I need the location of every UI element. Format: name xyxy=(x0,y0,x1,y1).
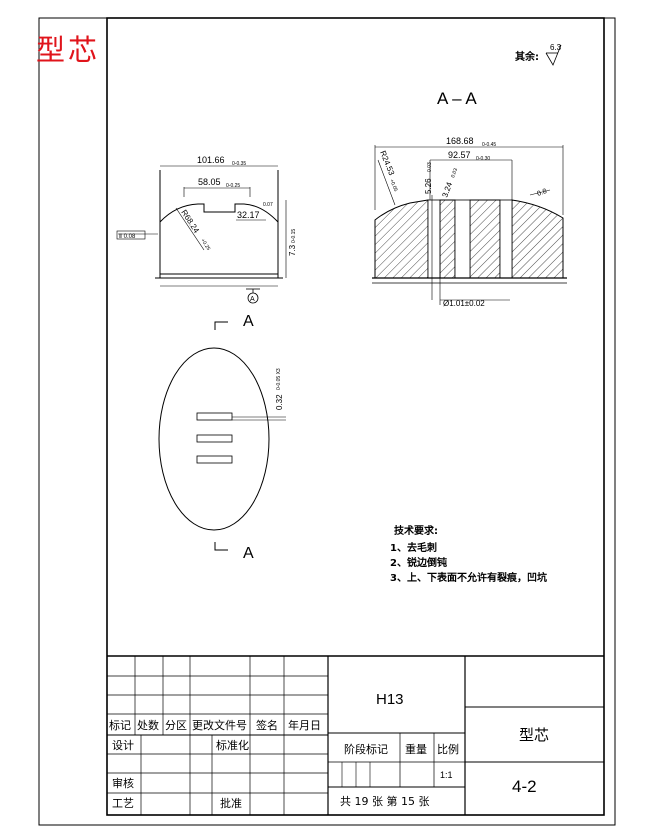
process-label: 工艺 xyxy=(112,797,134,810)
header-mark: 标记 xyxy=(109,718,131,732)
section-radius: R24.53 xyxy=(378,149,396,177)
front-width-inner: 58.05 xyxy=(198,177,221,187)
scale-label: 比例 xyxy=(437,742,459,756)
weight-label: 重量 xyxy=(405,742,427,756)
front-small-width: 32.17 xyxy=(237,210,260,220)
section-width-total: 168.68 xyxy=(446,136,474,146)
section-radius-tol: +0.05 xyxy=(388,179,398,193)
front-height-tol: 0-0.15 xyxy=(291,229,297,243)
stage-label: 阶段标记 xyxy=(344,742,388,756)
tech-req-item: 1、去毛刺 xyxy=(390,541,437,554)
flatness-frame xyxy=(116,230,146,240)
section-label-top: A xyxy=(243,313,254,330)
top-slot: 0.32 xyxy=(275,394,284,410)
roughness-value: 6.3 xyxy=(550,43,562,52)
scale-value: 1:1 xyxy=(440,770,453,780)
datum-letter: A xyxy=(250,296,255,303)
section-width-total-tol: 0-0.45 xyxy=(482,142,496,148)
header-date: 年月日 xyxy=(288,718,321,732)
material: H13 xyxy=(376,691,404,708)
header-count: 处数 xyxy=(137,719,159,732)
front-view xyxy=(118,165,287,287)
drawing-number: 4-2 xyxy=(512,777,537,796)
section-v2: 3.24 xyxy=(440,180,454,198)
section-width-mid-tol: 0-0.30 xyxy=(476,156,490,162)
roughness-label: 其余: xyxy=(515,50,539,63)
review-label: 审核 xyxy=(112,776,134,790)
section-view xyxy=(372,145,567,305)
standardize-label: 标准化 xyxy=(216,738,249,752)
approve-label: 批准 xyxy=(220,796,242,810)
header-signature: 签名 xyxy=(256,718,278,732)
tech-req-item: 2、锐边倒钝 xyxy=(390,556,447,569)
tech-req-item: 3、上、下表面不允许有裂痕，凹坑 xyxy=(390,571,547,584)
top-view-outline xyxy=(158,347,270,531)
section-v1-tol: 0.03 xyxy=(427,162,433,172)
tech-req-title: 技术要求: xyxy=(394,524,438,537)
design-label: 设计 xyxy=(112,739,134,752)
front-width-total: 101.66 xyxy=(197,155,225,165)
front-flatness: Ⅱ 0.08 xyxy=(119,234,136,240)
outer-border xyxy=(38,17,616,826)
front-width-inner-tol: 0-0.25 xyxy=(226,183,240,189)
title-block xyxy=(107,655,604,815)
part-name: 型芯 xyxy=(519,726,549,744)
sheet-count: 共 19 张 第 15 张 xyxy=(340,794,429,808)
front-radius: R68.24 xyxy=(179,208,201,235)
section-label-bottom: A xyxy=(243,545,254,562)
section-v1: 5.26 xyxy=(424,178,433,194)
front-radius-tol: +0.25 xyxy=(199,238,211,252)
header-zone: 分区 xyxy=(165,719,187,732)
datum-icon xyxy=(246,288,260,304)
roughness-icon xyxy=(545,44,562,66)
front-small-width-tol: 0.07 xyxy=(263,202,273,208)
front-width-total-tol: 0-0.35 xyxy=(232,161,246,167)
section-dia: Ø1.01±0.02 xyxy=(443,299,485,308)
top-view-slots xyxy=(196,412,286,464)
section-marker-top xyxy=(214,321,228,330)
top-slot-tol: 0-0.05 X3 xyxy=(276,368,282,390)
section-title: A – A xyxy=(437,89,477,108)
inner-border xyxy=(106,17,605,816)
section-marker-bottom xyxy=(214,542,228,551)
header-change-doc: 更改文件号 xyxy=(192,718,247,732)
section-angle: 0.8 xyxy=(536,188,548,198)
section-v2-tol: 0.03 xyxy=(450,167,459,178)
section-width-mid: 92.57 xyxy=(448,150,471,160)
corner-title: 型芯 xyxy=(36,33,101,67)
front-height: 7.3 xyxy=(288,244,297,256)
